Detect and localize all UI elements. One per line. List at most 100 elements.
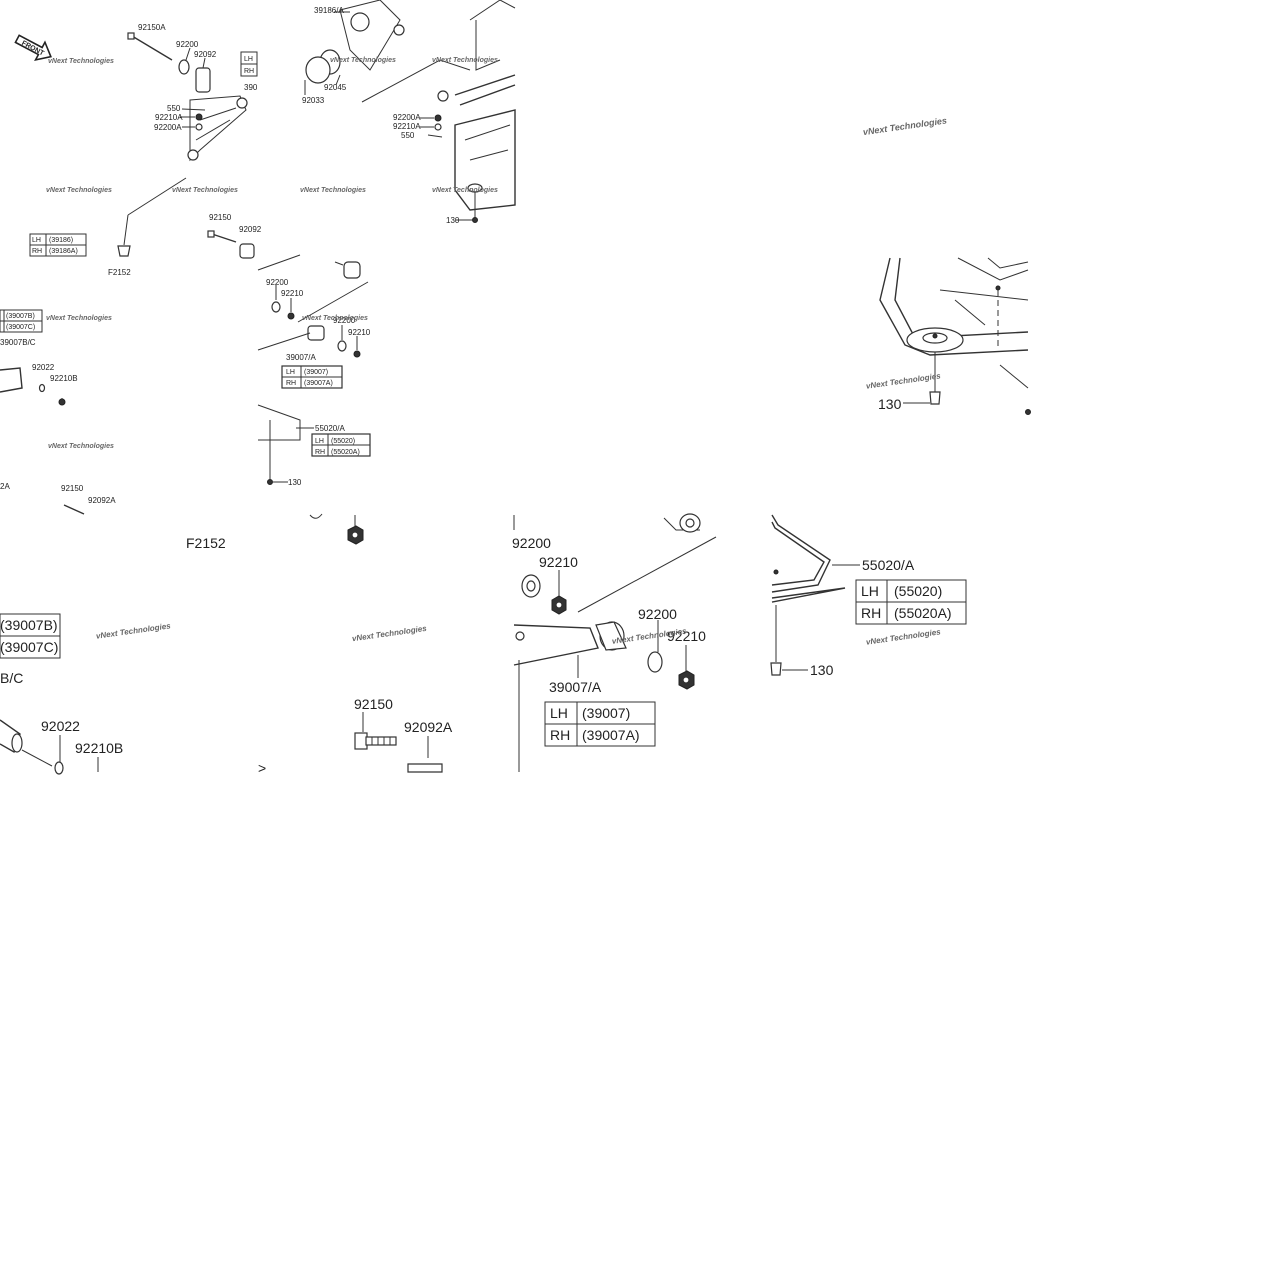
svg-text:(39007A): (39007A): [582, 727, 640, 743]
label-92210-zoom-a: 92210: [539, 554, 578, 570]
svg-text:LH: LH: [315, 438, 324, 445]
figure-code-large: F2152: [186, 535, 226, 551]
upper-a-arm-left: [117, 32, 248, 257]
svg-text:RH: RH: [550, 727, 570, 743]
table-55020-zoom: LH (55020) RH (55020A): [855, 579, 967, 625]
label-92033: 92033: [302, 96, 325, 105]
label-55020a: 55020/A: [315, 424, 345, 433]
svg-text:(39186A): (39186A): [49, 248, 78, 255]
label-55020a-zoom: 55020/A: [862, 557, 915, 573]
label-92200-zoom-b: 92200: [638, 606, 677, 622]
label-2a: 2A: [0, 482, 10, 491]
svg-text:RH: RH: [32, 248, 42, 255]
zoom-lower-right: 55020/A 130 LH (55020) RH (55020A) vNext…: [770, 514, 967, 678]
svg-text:(55020A): (55020A): [894, 605, 952, 621]
label-130-zoom: 130: [810, 662, 834, 678]
label-92022: 92022: [32, 363, 55, 372]
svg-text:vNext Technologies: vNext Technologies: [46, 187, 112, 194]
label-92210a-right: 92210A: [393, 122, 421, 131]
svg-text:vNext Technologies: vNext Technologies: [48, 58, 114, 65]
label-92200-mid: 92200: [266, 278, 289, 287]
label-92150a: 92150A: [138, 23, 166, 32]
svg-text:(39007B): (39007B): [6, 313, 35, 320]
svg-text:(55020): (55020): [894, 583, 942, 599]
table-39186: LH (39186) RH (39186A): [29, 233, 87, 257]
label-39186a: 39186/A: [314, 6, 344, 15]
label-92022-zoom: 92022: [41, 718, 80, 734]
zoom-lower-center: vNext Technologies 92150 92092A: [309, 513, 453, 773]
label-92150-zoom: 92150: [354, 696, 393, 712]
label-92200-mid2: 92200: [333, 316, 356, 325]
table-partial: LH RH: [240, 51, 258, 77]
svg-text:(55020A): (55020A): [331, 449, 360, 456]
svg-text:(39007A): (39007A): [304, 380, 333, 387]
label-92150-bottom: 92150: [61, 484, 84, 493]
svg-text:(39007): (39007): [304, 369, 328, 376]
lower-a-arm-left: [0, 367, 85, 515]
svg-text:LH: LH: [32, 237, 41, 244]
svg-text:LH: LH: [861, 583, 879, 599]
svg-text:RH: RH: [861, 605, 881, 621]
label-f2152-small: F2152: [108, 268, 131, 277]
label-130-right: 130: [446, 216, 460, 225]
svg-text:vNext Technologies: vNext Technologies: [865, 371, 941, 390]
svg-text:RH: RH: [286, 380, 296, 387]
svg-text:(39007): (39007): [582, 705, 630, 721]
label-92200a-right: 92200A: [393, 113, 421, 122]
table-39007-zoom: LH (39007) RH (39007A): [544, 701, 656, 747]
label-390: 390: [244, 83, 258, 92]
table-39007-overview: LH (39007) RH (39007A): [282, 366, 342, 388]
svg-text:vNext Technologies: vNext Technologies: [46, 315, 112, 322]
label-92200: 92200: [176, 40, 199, 49]
label-130-mid: 130: [288, 478, 302, 487]
label-92092-mid: 92092: [239, 225, 262, 234]
svg-text:LH: LH: [550, 705, 568, 721]
svg-text:LH: LH: [244, 56, 253, 63]
svg-text:vNext Technologies: vNext Technologies: [865, 627, 941, 646]
zoom-lower-left: F2152 (39007B) (39007C) B/C 92022 92210B…: [0, 535, 266, 776]
label-92210b-zoom: 92210B: [75, 740, 123, 756]
svg-text:(55020): (55020): [331, 438, 355, 445]
svg-text:(39186): (39186): [49, 237, 73, 244]
label-92210-zoom-b: 92210: [667, 628, 706, 644]
label-92150: 92150: [209, 213, 232, 222]
svg-text:(39007C): (39007C): [0, 639, 58, 655]
label-92092: 92092: [194, 50, 217, 59]
lower-a-arm-mid: [207, 230, 371, 485]
svg-text:>: >: [258, 760, 266, 776]
label-92092a-zoom: 92092A: [404, 719, 453, 735]
svg-text:vNext Technologies: vNext Technologies: [432, 187, 498, 194]
table-39007bc-overview: (39007B) (39007C): [0, 309, 43, 333]
svg-text:vNext Technologies: vNext Technologies: [302, 315, 368, 322]
svg-text:vNext Technologies: vNext Technologies: [300, 187, 366, 194]
overview-diagram: FRONT: [0, 0, 516, 515]
svg-text:(39007C): (39007C): [6, 324, 35, 331]
label-92210-mid2: 92210: [348, 328, 371, 337]
svg-text:vNext Technologies: vNext Technologies: [432, 57, 498, 64]
label-550-right: 550: [401, 131, 415, 140]
knuckle-assembly: [304, 0, 516, 223]
label-92210b: 92210B: [50, 374, 78, 383]
table-39007bc-zoom: (39007B) (39007C): [0, 613, 61, 659]
label-39007bc: 39007B/C: [0, 338, 36, 347]
svg-text:(39007B): (39007B): [0, 617, 58, 633]
label-130-skid: 130: [878, 396, 902, 412]
label-39007a: 39007/A: [286, 353, 316, 362]
label-92200-zoom-a: 92200: [512, 535, 551, 551]
label-92200a: 92200A: [154, 123, 182, 132]
svg-text:vNext Technologies: vNext Technologies: [172, 187, 238, 194]
label-550: 550: [167, 104, 181, 113]
table-55020-overview: LH (55020) RH (55020A): [312, 434, 370, 456]
svg-text:vNext Technologies: vNext Technologies: [48, 443, 114, 450]
label-bc: B/C: [0, 670, 23, 686]
zoom-lower-middle: 92200 92210 92200 92210 39007/A LH (3900…: [512, 513, 717, 772]
svg-text:LH: LH: [286, 369, 295, 376]
label-92210a: 92210A: [155, 113, 183, 122]
svg-text:vNext Technologies: vNext Technologies: [351, 624, 427, 643]
svg-text:RH: RH: [244, 68, 254, 75]
watermark-top-right: vNext Technologies: [862, 115, 947, 137]
label-92210-mid: 92210: [281, 289, 304, 298]
svg-text:RH: RH: [315, 449, 325, 456]
zoom-skid-plate: 130 vNext Technologies: [865, 257, 1031, 415]
